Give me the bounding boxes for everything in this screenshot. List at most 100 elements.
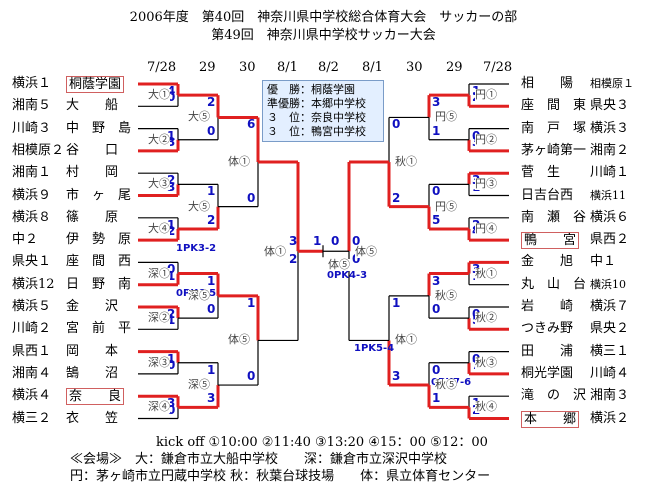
team-name: 滝 の 沢: [521, 388, 587, 404]
score: 2: [167, 224, 176, 239]
date-label: 30: [239, 60, 256, 75]
team-name: 岡 本: [66, 343, 119, 359]
team-name: 宮 前 平: [66, 321, 132, 337]
score: 3: [432, 273, 441, 288]
score: 1: [392, 295, 401, 310]
team-name: 鴨 宮: [521, 232, 580, 250]
venue-label: 体⑤: [328, 258, 350, 272]
team-name: 岩 崎: [521, 299, 574, 314]
team-name: 市 ヶ 尾: [66, 187, 132, 203]
team-name: 谷 口: [66, 142, 119, 158]
score: 0: [207, 123, 216, 138]
score: 2: [207, 212, 216, 227]
score: 0: [432, 302, 441, 317]
results-box: 優 勝：桐蔭学園 準優勝：本郷中学校 ３ 位：奈良中学校 ３ 位：鴨宮中学校: [262, 80, 384, 142]
team-name: 菅 生: [521, 165, 561, 181]
venue-label: 深④: [148, 400, 170, 414]
district-label: 県西２: [590, 232, 630, 248]
score: 1: [313, 234, 322, 249]
district-label: 中２: [12, 232, 39, 248]
score: 3: [432, 95, 441, 110]
team-name: つきみ野: [521, 321, 574, 337]
venue-label: 体⑤: [355, 245, 377, 259]
team-name: 奈 良: [66, 388, 125, 406]
venue-label: 秋③: [475, 355, 497, 369]
venue-label: 秋①: [395, 155, 417, 169]
score: 3: [167, 396, 176, 411]
venue-label: 大⑤: [188, 110, 210, 124]
score: 1: [207, 184, 216, 199]
venue-label: 円⑤: [435, 199, 457, 213]
title-line-2: 第49回 神奈川県中学校サッカー大会: [211, 28, 436, 43]
venue-list-1: ≪会場≫ 大：鎌倉市立大船中学校 深：鎌倉市立深沢中学校: [70, 452, 448, 467]
venue-label: 円②: [475, 132, 497, 146]
venue-label: 大①: [148, 88, 170, 102]
score: 0: [247, 190, 256, 205]
score: 2: [167, 173, 176, 188]
venue-label: 円①: [475, 88, 497, 102]
district-label: 川崎２: [12, 321, 52, 337]
venue-label: 大④: [148, 221, 170, 235]
score: 0: [167, 90, 176, 105]
venue-label: 大⑤: [188, 199, 210, 213]
score: 1: [207, 362, 216, 377]
district-label: 横浜１: [12, 76, 52, 91]
district-label: 横浜11: [590, 188, 626, 202]
score: 3: [289, 234, 298, 249]
score: 5: [432, 212, 441, 227]
pk-result: 1PK5-4: [354, 343, 395, 355]
district-label: 湘南１: [12, 165, 52, 181]
team-name: 南 瀬 谷: [521, 209, 587, 225]
date-label: 7/28: [483, 60, 513, 75]
venue-label: 秋②: [475, 311, 497, 325]
kickoff-times: kick off ①10:00 ②11:40 ③13:20 ④15：00 ⑤12…: [156, 435, 488, 450]
score: 1: [167, 128, 176, 143]
team-name: 鵠 沼: [66, 365, 119, 381]
score: 4: [167, 84, 176, 98]
footer: kick off ①10:00 ②11:40 ③13:20 ④15：00 ⑤12…: [70, 434, 490, 485]
district-label: 横三１: [590, 343, 630, 359]
score: 3: [207, 391, 216, 406]
score: 0: [167, 402, 176, 417]
venue-label: 円⑤: [435, 110, 457, 124]
score: 0: [352, 252, 361, 267]
district-label: 横浜４: [12, 388, 52, 404]
score: 3: [167, 179, 176, 194]
team-name: 伊 勢 原: [66, 232, 132, 248]
result-third: ３ 位：奈良中学校: [267, 111, 366, 124]
score: 3: [392, 369, 401, 384]
score: 1: [432, 123, 441, 138]
score: 1: [432, 391, 441, 406]
district-label: 県央３: [590, 98, 630, 114]
result-runner-up: 準優勝：本郷中学校: [267, 97, 366, 110]
score: 0: [352, 234, 361, 249]
score: 1: [207, 273, 216, 288]
venue-label: 大③: [148, 177, 170, 191]
date-label: 8/1: [277, 60, 298, 75]
date-label: 8/1: [362, 60, 383, 75]
score: 0: [331, 234, 340, 249]
venue-label: 秋④: [475, 400, 497, 414]
district-label: 県央１: [12, 254, 52, 270]
district-label: 県央２: [590, 321, 630, 337]
team-name: 衣 笠: [66, 410, 119, 426]
date-label: 8/2: [318, 60, 339, 75]
team-name: 茅ヶ崎第一: [521, 142, 587, 158]
date-label: 29: [446, 60, 463, 75]
score: 0: [207, 302, 216, 317]
venue-label: 体⑤: [228, 333, 250, 347]
district-label: 湘南５: [12, 98, 52, 114]
venue-label: 深⑤: [188, 378, 210, 392]
district-label: 湘南２: [590, 142, 630, 158]
score: 0: [432, 362, 441, 377]
score: 1: [167, 268, 176, 283]
pk-result: 1PK3-2: [176, 243, 217, 255]
team-name: 村 岡: [66, 165, 119, 181]
team-name: 南 戸 塚: [521, 120, 587, 136]
score: 1: [167, 351, 176, 366]
district-label: 県西１: [12, 343, 52, 359]
venue-list-2: 円：茅ヶ崎市立円蔵中学校 秋：秋葉台球技場 体：県立体育センター: [70, 469, 491, 484]
district-label: 相模原２: [12, 142, 65, 158]
